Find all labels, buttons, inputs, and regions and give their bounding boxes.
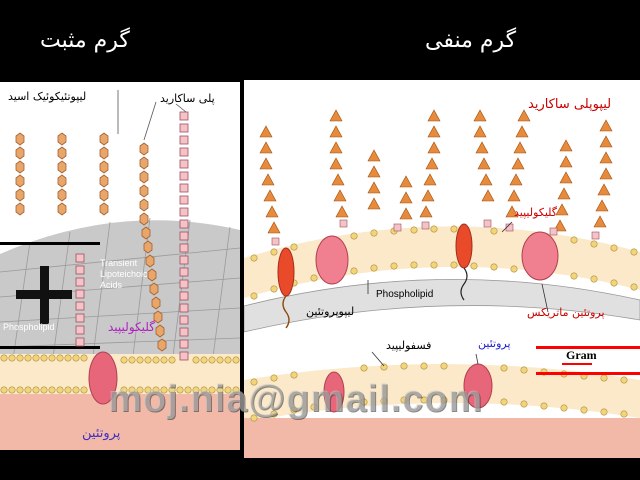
gram-positive-diagram: [0, 82, 240, 450]
gram-positive-title: گرم مثبت: [40, 28, 130, 53]
gram-line-bottom: [536, 372, 640, 375]
membrane-protein-left: [88, 351, 118, 405]
porin-protein-left: [315, 235, 349, 285]
email-watermark: moj.nia@gmail.com: [108, 378, 484, 420]
label-lipoteichoic-acid: لیپوتئیکوئیک اسید: [8, 90, 87, 103]
label-protein-right: پروتئین: [478, 337, 511, 350]
gram-underline: [562, 363, 592, 365]
label-lipoprotein: لیپوپروتئین: [306, 305, 355, 318]
gram-negative-title: گرم منفی: [425, 28, 517, 53]
gram-negative-diagram: [244, 80, 640, 458]
inner-protein-1: [323, 371, 345, 413]
label-transient-lipoteichoic: Transient Lipoteichoic Acids: [100, 258, 148, 290]
label-matrix-protein: پروتئین ماتریکس: [527, 306, 605, 319]
label-phospholipid-left: Phospholipid: [3, 322, 55, 332]
label-protein-left: پروتئین: [82, 426, 121, 441]
matrix-protein-shape: [521, 231, 559, 281]
lipoprotein-shape: [277, 247, 295, 297]
lipoprotein-shape-2: [455, 223, 473, 269]
label-gram: Gram: [566, 348, 597, 362]
label-lipopolysaccharide: لیپوپلی ساکارید: [528, 97, 612, 112]
label-glycolipid-right: گلیکولیپید: [514, 206, 558, 219]
membrane-heads-left: [0, 354, 240, 394]
label-polysaccharide-left: پلی ساکارید: [160, 92, 215, 105]
label-phospholipid-right: Phospholipid: [376, 289, 434, 300]
label-phospholipid-fa: فسفولیپید: [386, 339, 432, 352]
label-glycolipid-left: گلیکولیپید: [108, 320, 155, 334]
gram-line-top: [536, 346, 640, 349]
